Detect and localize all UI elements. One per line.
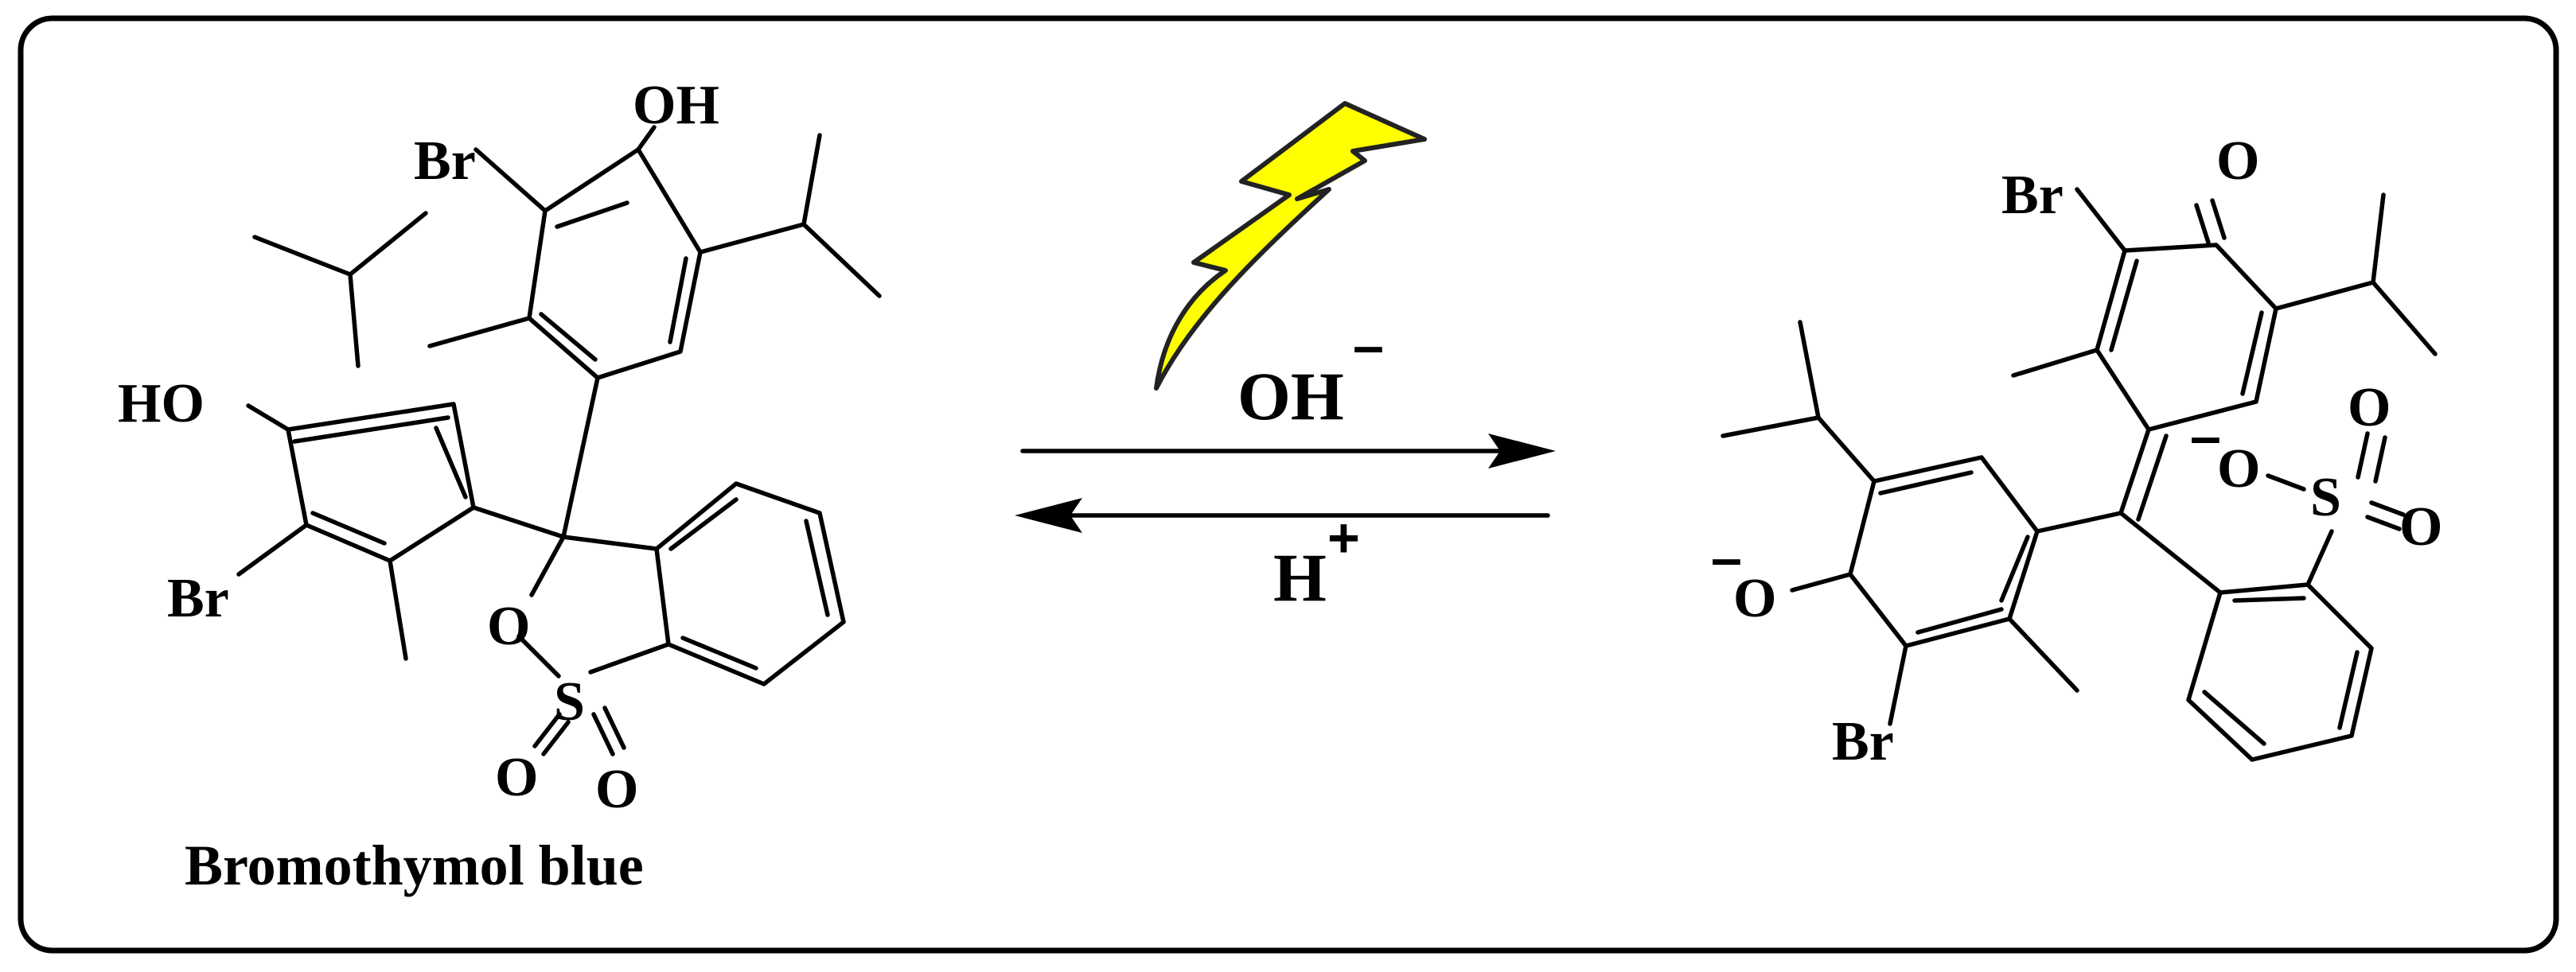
equilibrium-arrows — [1015, 434, 1556, 533]
left-br-bottom-label: Br — [167, 568, 229, 629]
upper-ring-substituent-bonds — [427, 125, 882, 539]
left-oxo-left-label: O — [495, 747, 538, 808]
bromothymol-blue-lactone-structure: Br OH HO Br O S O O — [118, 75, 882, 820]
benzo-ring-bonds — [654, 481, 846, 686]
reverse-reagent-label: H — [1273, 539, 1327, 616]
sulfonate-bonds — [2266, 431, 2406, 587]
lower-ring-double-bonds — [292, 415, 468, 546]
right-oxo-top-label: O — [2348, 377, 2391, 438]
reverse-reagent-charge: + — [1327, 507, 1360, 569]
quinoid-ring-double-bonds — [2109, 259, 2264, 396]
benzo-ring-double-bonds — [668, 497, 830, 671]
lower-ring-bonds — [286, 402, 476, 563]
lower-ring-substituent-bonds — [236, 211, 566, 661]
lightning-bolt-icon — [1154, 101, 1427, 391]
quinoid-substituent-bonds — [2011, 187, 2438, 378]
right-oxo-right-label: O — [2399, 496, 2442, 558]
forward-reagent-charge: – — [1353, 314, 1384, 376]
right-keto-oxygen-label: O — [2216, 130, 2259, 192]
right-br-top-label: Br — [2001, 165, 2064, 226]
right-sulfonate-oxygen-label: O — [2217, 438, 2260, 500]
right-sulfonate-charge: – — [2190, 405, 2221, 467]
phenoxide-ring-double-bonds — [1878, 470, 2030, 635]
left-oxo-right-label: O — [595, 759, 638, 820]
upper-ring-double-bonds — [539, 200, 688, 362]
benzenesulfonate-ring-bonds — [2118, 511, 2374, 762]
diagram-frame — [18, 15, 2559, 954]
forward-reagent-label: OH — [1237, 358, 1344, 434]
compound-name-caption: Bromothymol blue — [185, 834, 644, 897]
sultone-ring-bonds — [516, 535, 671, 678]
right-sulfur-label: S — [2310, 467, 2341, 528]
keto-double-bond — [2194, 198, 2227, 245]
reverse-arrowhead — [1015, 498, 1082, 533]
forward-arrowhead — [1488, 434, 1556, 469]
left-oh-top-label: OH — [633, 75, 719, 136]
left-sulfur-label: S — [554, 671, 585, 733]
right-br-bottom-label: Br — [1832, 711, 1894, 772]
phenoxide-substituent-bonds — [1721, 320, 2123, 726]
left-ring-oxygen-label: O — [487, 596, 530, 657]
left-ho-label: HO — [118, 373, 205, 434]
bromothymol-blue-dianion-structure: Br O – O Br – O S O O — [1711, 130, 2442, 772]
benzenesulfonate-ring-double-bonds — [2202, 596, 2360, 746]
left-br-top-label: Br — [414, 130, 476, 192]
exocyclic-double-bond — [2118, 427, 2169, 522]
right-phenoxide-oxygen-label: O — [1733, 568, 1776, 629]
right-phenoxide-charge: – — [1711, 527, 1742, 589]
sulfonyl-double-bonds — [532, 706, 626, 756]
